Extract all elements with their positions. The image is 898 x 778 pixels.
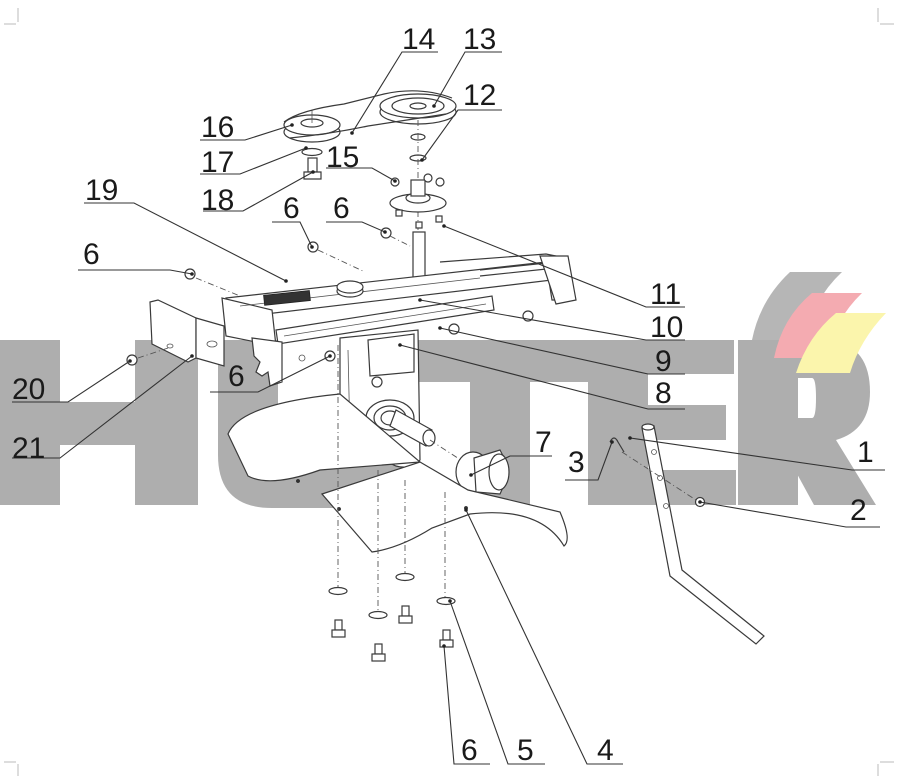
callout-leader-6: [443, 645, 490, 765]
callout-leader-12: [421, 109, 502, 161]
callout-leader-21: [12, 355, 193, 459]
callout-label-6: 6: [333, 192, 350, 225]
callout-anchor-dot: [284, 279, 288, 283]
callout-label-1: 1: [857, 436, 874, 469]
callout-leader-9: [439, 327, 685, 375]
logo-yellow-swoosh: [796, 313, 886, 373]
callout-anchor-dot: [290, 123, 294, 127]
callout-label-3: 3: [568, 446, 585, 479]
callout-leader-13: [433, 51, 502, 107]
part-13-pulley-large: [379, 93, 457, 125]
callout-anchor-dot: [418, 298, 422, 302]
parts-drawing: [126, 90, 765, 662]
callout-anchor-dot: [383, 230, 387, 234]
callout-anchor-dot: [442, 224, 446, 228]
callout-leader-6: [272, 221, 313, 248]
callout-label-6: 6: [461, 734, 478, 767]
callout-anchor-dot: [442, 644, 446, 648]
part-18-bolt: [303, 157, 322, 180]
callout-leader-6: [326, 221, 386, 233]
callout-anchor-dot: [432, 104, 436, 108]
callout-anchor-dot: [350, 131, 354, 135]
callout-leader-2: [699, 501, 880, 528]
callout-anchor-dot: [698, 500, 702, 504]
callout-label-2: 2: [850, 494, 867, 527]
callout-label-6: 6: [283, 192, 300, 225]
callout-label-13: 13: [463, 23, 496, 56]
logo-red-swoosh: [774, 293, 862, 358]
callout-anchor-dot: [469, 473, 473, 477]
callout-label-6: 6: [228, 360, 245, 393]
callout-leader-6: [210, 355, 331, 393]
callout-anchor-dot: [398, 343, 402, 347]
callout-label-9: 9: [655, 345, 672, 378]
part-15-flange: [389, 173, 447, 229]
callout-leader-15: [326, 167, 396, 182]
part-3-pin: [609, 437, 625, 453]
callout-label-6: 6: [83, 238, 100, 271]
callout-leader-14: [351, 51, 438, 134]
callout-anchor-dot: [464, 508, 468, 512]
callout-leader-3: [565, 441, 613, 481]
callout-leader-17: [200, 147, 307, 175]
callout-leader-8: [399, 344, 685, 410]
part-19-spring: [263, 290, 311, 306]
callout-leader-20: [12, 360, 131, 403]
crop-marks: [4, 8, 894, 776]
callout-anchor-dot: [448, 599, 452, 603]
callout-leader-11: [443, 225, 685, 308]
logo-gray-swoosh: [752, 272, 842, 340]
callout-anchor-dot: [190, 272, 194, 276]
assembly-centerlines: [337, 345, 446, 612]
callout-leader-4: [465, 509, 623, 765]
callout-anchor-dot: [190, 354, 194, 358]
callout-leader-10: [419, 299, 685, 341]
callout-label-16: 16: [201, 111, 234, 144]
callout-label-14: 14: [402, 23, 435, 56]
callout-label-15: 15: [326, 141, 359, 174]
callout-leaders: [12, 51, 885, 765]
part-10-frame: [221, 253, 577, 347]
part-tension-pulley: [336, 280, 364, 298]
callout-label-10: 10: [650, 311, 683, 344]
part-side-plate: [251, 337, 306, 387]
callout-anchor-dot: [328, 354, 332, 358]
callout-anchor-dot: [310, 245, 314, 249]
callout-leader-19: [84, 202, 287, 282]
part-14-belt: [283, 90, 453, 139]
part-output-shaft: [365, 399, 471, 467]
callout-anchor-dot: [311, 170, 315, 174]
part-7-bushing: [455, 449, 510, 495]
callout-label-17: 17: [201, 146, 234, 179]
callout-anchor-dot: [438, 326, 442, 330]
callout-leader-6: [78, 269, 193, 275]
callout-leader-1: [629, 437, 885, 471]
callout-leader-5: [449, 600, 545, 765]
callout-label-8: 8: [655, 377, 672, 410]
part-5-6-washers-bolts: [328, 572, 456, 662]
callout-label-21: 21: [12, 432, 45, 465]
callout-anchor-dot: [128, 359, 132, 363]
callout-anchor-dot: [628, 436, 632, 440]
callout-leader-16: [200, 124, 293, 141]
callout-label-12: 12: [463, 79, 496, 112]
callout-anchor-dot: [304, 146, 308, 150]
callout-label-4: 4: [597, 734, 614, 767]
callout-label-18: 18: [201, 184, 234, 217]
part-1-depth-rod: [641, 423, 765, 645]
callout-label-19: 19: [85, 174, 118, 207]
callout-label-5: 5: [517, 734, 534, 767]
part-17-washer: [301, 147, 323, 157]
callout-label-20: 20: [12, 373, 45, 406]
callout-anchor-dot: [610, 440, 614, 444]
callout-anchor-dot: [393, 179, 397, 183]
callout-leader-18: [203, 171, 314, 212]
callout-anchor-dot: [420, 158, 424, 162]
part-21-bracket: [149, 299, 225, 367]
callout-leader-7: [470, 455, 552, 476]
callout-label-11: 11: [650, 278, 681, 311]
callout-label-7: 7: [535, 426, 552, 459]
